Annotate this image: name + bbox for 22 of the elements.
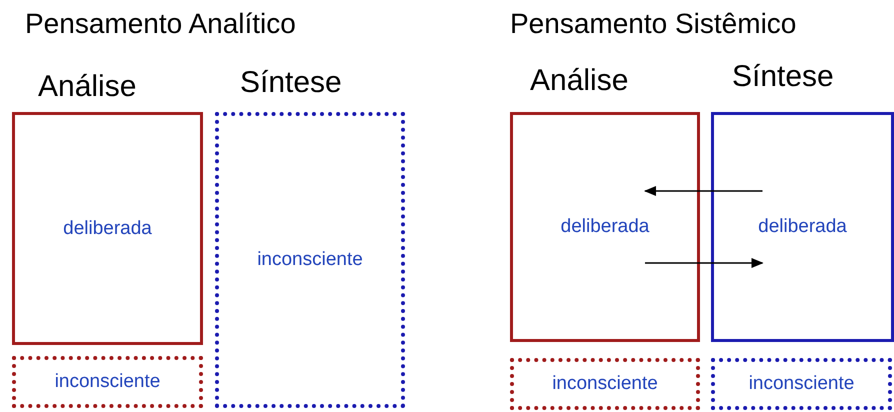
dotted-box xyxy=(510,358,700,410)
dotted-box xyxy=(12,356,203,408)
process-box xyxy=(711,112,894,342)
node-text: deliberada xyxy=(63,218,152,240)
node-text: inconsciente xyxy=(748,373,854,395)
node-text: inconsciente xyxy=(257,249,363,271)
node-text: inconsciente xyxy=(54,371,160,393)
arrow xyxy=(645,258,764,268)
dotted-box xyxy=(215,112,405,408)
column-heading: Análise xyxy=(38,70,136,104)
node-text: deliberada xyxy=(560,216,650,238)
column-heading: Síntese xyxy=(732,60,834,94)
arrow xyxy=(644,186,762,196)
process-box xyxy=(12,112,203,345)
process-box xyxy=(510,112,700,342)
column-heading: Análise xyxy=(530,64,628,98)
node-text: deliberada xyxy=(758,216,847,238)
column-heading: Síntese xyxy=(240,66,342,100)
dotted-box xyxy=(711,358,892,410)
panel-title: Pensamento Analítico xyxy=(25,8,296,40)
panel-title: Pensamento Sistêmico xyxy=(510,8,796,40)
node-text: inconsciente xyxy=(552,373,658,395)
